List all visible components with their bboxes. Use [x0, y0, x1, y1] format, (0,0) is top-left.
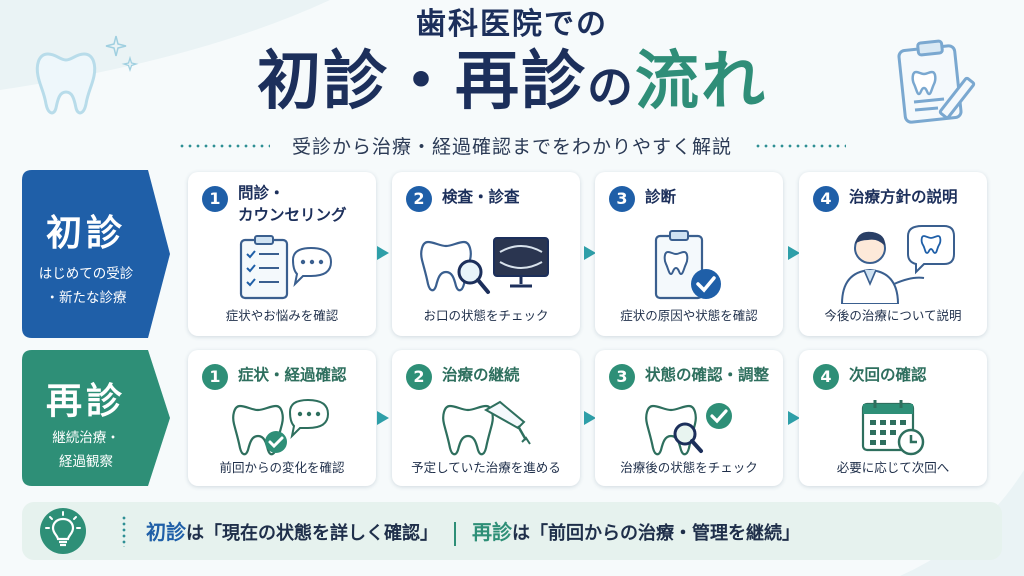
summary-return-label: 再診	[472, 520, 512, 544]
header-kicker: 歯科医院での	[416, 7, 608, 42]
arrow-right-icon	[584, 246, 596, 260]
return-step-card-1: 1 症状・経過確認 前回からの変化を確認	[188, 350, 376, 486]
step-title: 治療の継続	[442, 366, 520, 384]
step-caption: 前回からの変化を確認	[219, 460, 345, 475]
step-number: 1	[202, 186, 228, 212]
step-title: 診断	[645, 188, 677, 206]
step-title: 治療方針の説明	[849, 188, 958, 206]
first-step-card-3: 3 診断 症状の原因や状態を確認	[595, 172, 783, 336]
calendar-clock-icon	[799, 398, 987, 458]
step-caption: 今後の治療について説明	[824, 308, 962, 323]
first-step-card-1: 1 問診・カウンセリング 症状やお悩みを確認	[188, 172, 376, 336]
summary-bar: 初診は「現在の状態を詳しく確認」 再診は「前回からの治療・管理を継続」	[22, 502, 1002, 560]
return-visit-tag: 再診 継続治療・ 経過観察	[22, 350, 172, 486]
step-number: 2	[406, 364, 432, 390]
dotted-divider	[754, 143, 846, 148]
dotted-divider	[122, 515, 126, 547]
return-step-card-2: 2 治療の継続 予定していた治療を進める	[392, 350, 580, 486]
arrow-right-icon	[788, 246, 800, 260]
arrow-right-icon	[377, 411, 389, 425]
first-visit-title: 初診	[45, 213, 126, 254]
title-part2: 流れ	[635, 45, 767, 119]
dentist-icon	[799, 222, 987, 304]
tooth-magnifier-check-icon	[595, 398, 783, 458]
step-number: 1	[202, 364, 228, 390]
first-visit-sub2: ・新たな診療	[45, 290, 127, 306]
summary-text: 初診は「現在の状態を詳しく確認」 再診は「前回からの治療・管理を継続」	[146, 516, 800, 546]
return-visit-title: 再診	[45, 381, 126, 422]
first-visit-row: 初診 はじめての受診 ・新たな診療 1 問診・カウンセリング 症状やお悩みを確認…	[22, 170, 1002, 338]
step-title: 検査・診査	[442, 188, 520, 206]
clipboard-pencil-icon	[897, 39, 976, 124]
page-description: 受診から治療・経過確認までをわかりやすく解説	[291, 136, 732, 158]
tooth-check-chat-icon	[188, 396, 376, 458]
first-step-card-4: 4 治療方針の説明 今後の治療について説明	[799, 172, 987, 336]
step-number: 4	[813, 186, 839, 212]
step-number: 3	[609, 364, 635, 390]
arrow-right-icon	[584, 411, 596, 425]
tooth-xray-icon	[392, 230, 580, 300]
return-visit-sub2: 経過観察	[59, 454, 113, 470]
step-number: 3	[609, 186, 635, 212]
step-title: 症状・経過確認	[238, 366, 347, 384]
arrow-right-icon	[377, 246, 389, 260]
first-visit-tag: 初診 はじめての受診 ・新たな診療	[22, 170, 172, 338]
description-row: 受診から治療・経過確認までをわかりやすく解説	[0, 132, 1024, 159]
step-title: 次回の確認	[849, 366, 927, 384]
sparkle-icon	[105, 35, 139, 73]
page-title: 初診・再診の流れ	[0, 44, 1024, 125]
title-part1: 初診・再診	[257, 45, 587, 119]
step-caption: 治療後の状態をチェック	[620, 460, 758, 475]
summary-return-text: は「前回からの治療・管理を継続」	[512, 523, 800, 544]
summary-separator	[454, 522, 456, 546]
first-visit-sub1: はじめての受診	[38, 266, 134, 282]
summary-first-label: 初診	[146, 520, 186, 544]
header: 歯科医院での 初診・再診の流れ	[0, 6, 1024, 125]
step-caption: 症状の原因や状態を確認	[620, 308, 758, 323]
diagnosis-clipboard-icon	[595, 228, 783, 304]
return-step-card-3: 3 状態の確認・調整 治療後の状態をチェック	[595, 350, 783, 486]
step-title: 状態の確認・調整	[645, 366, 770, 384]
title-no: の	[587, 60, 635, 114]
step-caption: お口の状態をチェック	[423, 308, 549, 323]
step-number: 2	[406, 186, 432, 212]
tooth-drill-icon	[392, 396, 580, 458]
lightbulb-icon	[40, 508, 86, 554]
step-caption: 必要に応じて次回へ	[836, 460, 950, 475]
first-step-card-2: 2 検査・診査 お口の状態をチェック	[392, 172, 580, 336]
step-title: 問診・カウンセリング	[238, 184, 347, 224]
return-step-card-4: 4 次回の確認 必要に応じて次回へ	[799, 350, 987, 486]
step-caption: 症状やお悩みを確認	[225, 308, 339, 323]
clipboard-chat-icon	[188, 234, 376, 300]
tooth-icon	[35, 52, 97, 115]
dotted-divider	[177, 143, 270, 148]
return-visit-row: 再診 継続治療・ 経過観察 1 症状・経過確認 前回からの変化を確認 2 治療の…	[22, 350, 1002, 486]
step-caption: 予定していた治療を進める	[411, 460, 561, 475]
arrow-right-icon	[788, 411, 800, 425]
return-visit-sub1: 継続治療・	[52, 430, 120, 446]
summary-first-text: は「現在の状態を詳しく確認」	[186, 523, 438, 544]
step-number: 4	[813, 364, 839, 390]
